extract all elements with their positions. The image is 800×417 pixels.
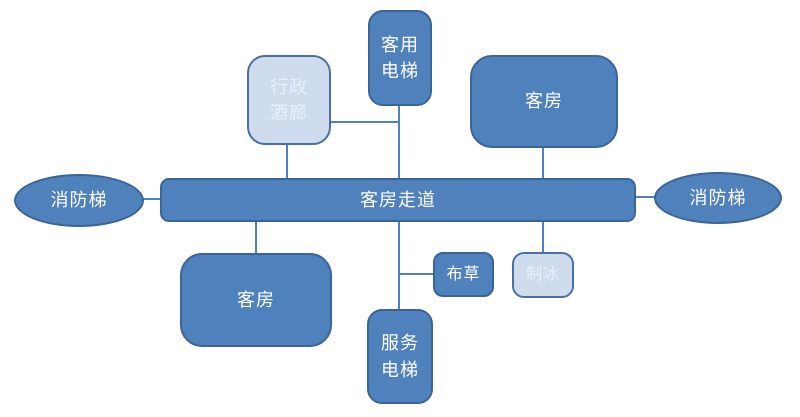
node-guest-room-bottom: 客房: [180, 253, 332, 347]
connector-corridor-guest-room-bottom: [255, 221, 257, 254]
connector-guest-elevator-corridor: [398, 105, 400, 179]
connector-corridor-ice: [542, 221, 544, 253]
node-guest-room-top: 客房: [470, 55, 618, 148]
node-executive-lounge: 行政 酒廊: [247, 55, 331, 145]
connector-service-elevator-linen: [399, 273, 434, 275]
connector-executive-lounge-guest-elevator: [330, 121, 400, 123]
node-guest-room-corridor: 客房走道: [160, 178, 636, 222]
connector-guest-room-top-corridor: [542, 147, 544, 179]
connector-executive-lounge-corridor: [286, 144, 288, 179]
node-guest-elevator: 客用 电梯: [368, 10, 432, 106]
connector-corridor-service-elevator: [398, 221, 400, 310]
node-ice-making: 制冰: [512, 252, 574, 298]
node-fire-stairs-right: 消防梯: [654, 172, 782, 224]
node-linen: 布草: [433, 252, 494, 297]
connector-fire-stairs-left-corridor: [142, 198, 162, 200]
connector-corridor-fire-stairs-right: [634, 196, 656, 198]
node-service-elevator: 服务 电梯: [367, 309, 433, 404]
node-fire-stairs-left: 消防梯: [14, 174, 144, 227]
